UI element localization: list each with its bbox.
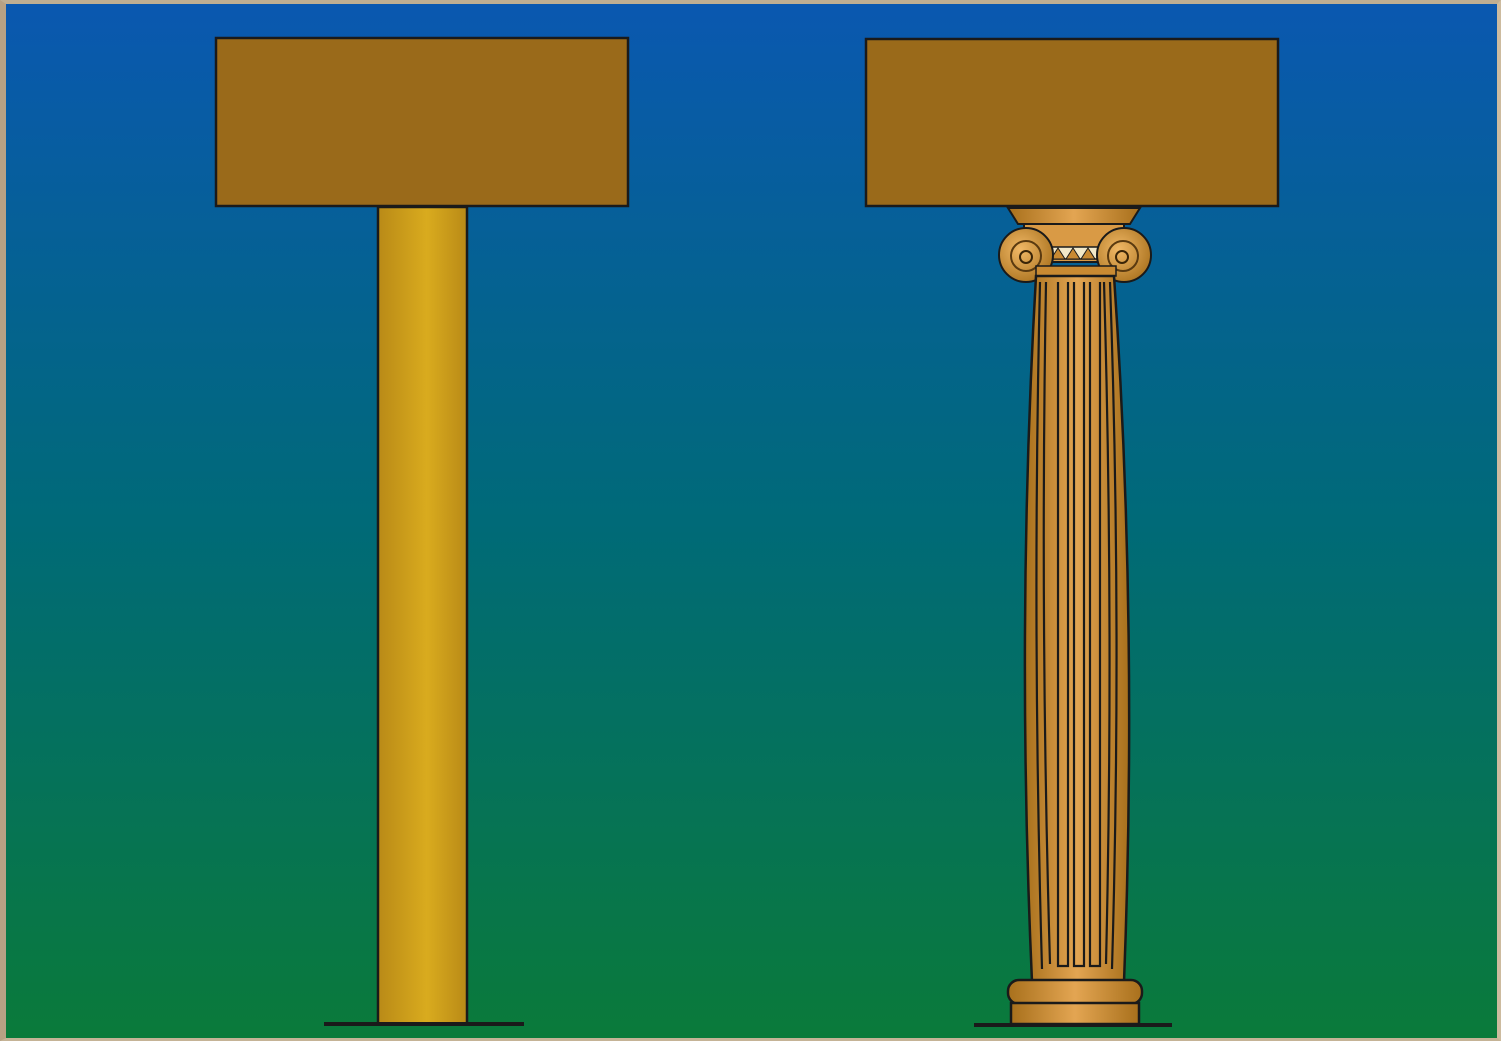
right-lintel	[866, 39, 1278, 206]
necking	[1036, 266, 1116, 276]
plain-column	[378, 207, 467, 1024]
plinth	[1011, 1003, 1139, 1024]
abacus	[1008, 208, 1140, 224]
torus-base	[1008, 980, 1142, 1004]
columns-illustration	[6, 4, 1497, 1038]
left-lintel	[216, 38, 628, 206]
egg-and-dart-ornament	[1051, 248, 1095, 259]
